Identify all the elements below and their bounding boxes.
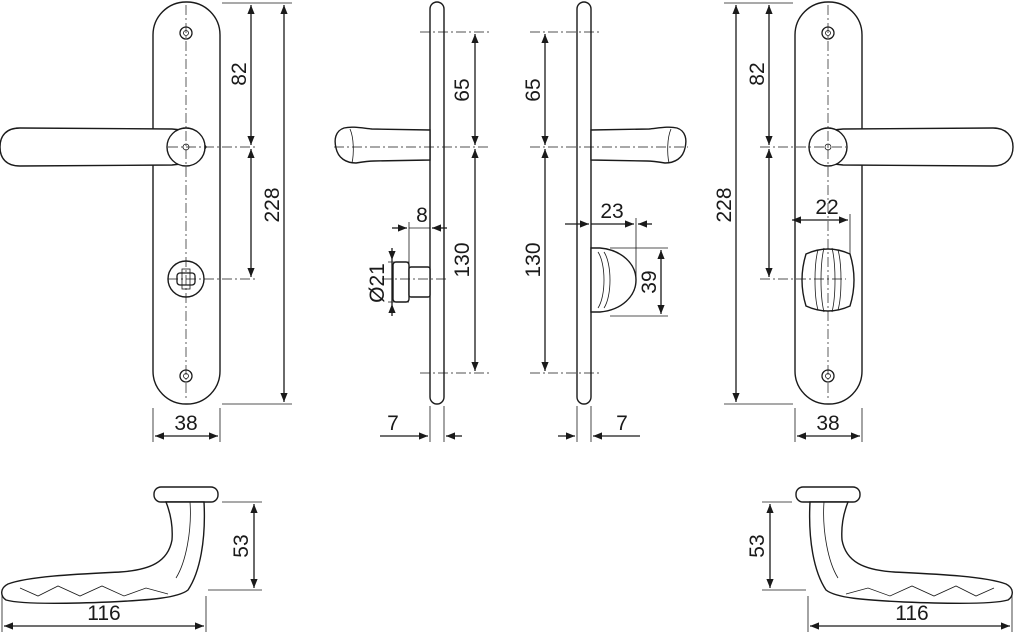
dim-38-right: 38 <box>816 412 839 435</box>
dim-53-left: 53 <box>230 534 253 557</box>
dim-38-left: 38 <box>174 412 197 435</box>
dim-22: 22 <box>815 196 838 219</box>
dim-116-left: 116 <box>87 602 120 625</box>
release-profile-right <box>590 247 637 313</box>
thumbturn-profile-left <box>392 261 431 303</box>
lever-top-view-left: 53 116 <box>1 486 262 632</box>
lever-handle-right <box>808 127 1014 167</box>
dim-130-side-right: 130 <box>522 242 545 277</box>
rose-right <box>795 486 861 503</box>
dim-39: 39 <box>638 270 661 293</box>
side-view-left: 65 130 Ø21 8 7 <box>334 1 490 442</box>
side-view-right: 65 130 23 39 7 <box>522 1 688 442</box>
lever-arm-right <box>808 501 1013 604</box>
dim-7-left: 7 <box>387 412 399 435</box>
dim-228-right: 228 <box>713 187 736 222</box>
dim-130-side-left: 130 <box>451 242 474 277</box>
lever-profile-right <box>590 124 687 166</box>
plate-profile-right <box>576 1 592 405</box>
backplate-left <box>152 1 221 405</box>
dim-53-right: 53 <box>746 534 769 557</box>
front-view-right: 82 228 22 38 <box>713 1 1014 442</box>
lever-profile-left <box>334 124 431 166</box>
dim-7-right: 7 <box>616 412 628 435</box>
dim-diameter-21: Ø21 <box>366 263 389 303</box>
dim-23: 23 <box>600 200 623 223</box>
dim-228-left: 228 <box>261 187 284 222</box>
dim-65-side-right: 65 <box>522 78 545 101</box>
rose-left <box>153 486 219 503</box>
lever-arm-left <box>1 501 206 604</box>
lever-top-view-right: 53 116 <box>746 486 1013 632</box>
dim-65-side-left: 65 <box>451 78 474 101</box>
dim-116-right: 116 <box>895 602 928 625</box>
dim-82-left: 82 <box>228 62 251 85</box>
dim-82-right: 82 <box>746 62 769 85</box>
plate-profile-left <box>429 1 445 405</box>
front-view-left: 82 228 38 <box>0 1 292 442</box>
dim-8: 8 <box>416 204 428 227</box>
